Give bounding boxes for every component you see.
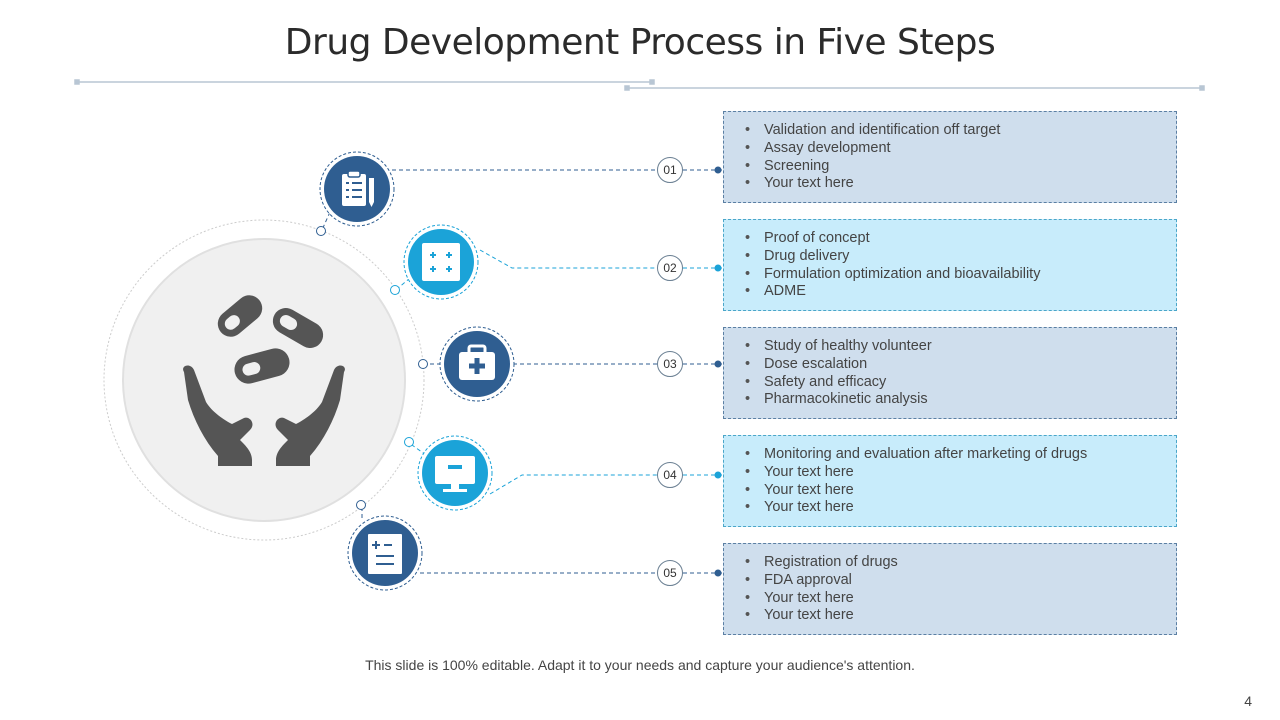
- list-item: Registration of drugs: [745, 554, 1176, 572]
- step-list-4: Monitoring and evaluation after marketin…: [724, 436, 1176, 517]
- footer-note: This slide is 100% editable. Adapt it to…: [365, 657, 915, 673]
- step-box-2: Proof of concept Drug delivery Formulati…: [723, 219, 1177, 311]
- list-item: Pharmacokinetic analysis: [745, 391, 1176, 409]
- clipboard-checklist-icon: [319, 151, 395, 227]
- list-item: Dose escalation: [745, 356, 1176, 374]
- step-number-2: 02: [657, 255, 683, 281]
- title-underline: [74, 79, 1205, 91]
- outer-ring: [103, 219, 425, 541]
- step-list-5: Registration of drugs FDA approval Your …: [724, 544, 1176, 625]
- step-box-1: Validation and identification off target…: [723, 111, 1177, 203]
- list-item: Formulation optimization and bioavailabi…: [745, 266, 1176, 284]
- step-box-4: Monitoring and evaluation after marketin…: [723, 435, 1177, 527]
- step-number-4: 04: [657, 462, 683, 488]
- step-box-5: Registration of drugs FDA approval Your …: [723, 543, 1177, 635]
- list-item: Screening: [745, 158, 1176, 176]
- center-circle: [122, 238, 406, 522]
- page-number: 4: [1244, 693, 1252, 709]
- list-item: Safety and efficacy: [745, 374, 1176, 392]
- list-item: Your text here: [745, 607, 1176, 625]
- step-list-3: Study of healthy volunteer Dose escalati…: [724, 328, 1176, 409]
- first-aid-kit-icon: [439, 326, 515, 402]
- computer-monitor-icon: [417, 435, 493, 511]
- slide-title: Drug Development Process in Five Steps: [284, 22, 996, 63]
- step-box-3: Study of healthy volunteer Dose escalati…: [723, 327, 1177, 419]
- list-item: Monitoring and evaluation after marketin…: [745, 446, 1176, 464]
- connector-dots: [714, 166, 722, 577]
- hands-holding-pills-icon: [183, 295, 345, 466]
- step-number-3: 03: [657, 351, 683, 377]
- list-item: Study of healthy volunteer: [745, 338, 1176, 356]
- list-item: ADME: [745, 283, 1176, 301]
- list-item: Your text here: [745, 175, 1176, 193]
- step-list-2: Proof of concept Drug delivery Formulati…: [724, 220, 1176, 301]
- list-item: Your text here: [745, 590, 1176, 608]
- list-item: Proof of concept: [745, 230, 1176, 248]
- list-item: Your text here: [745, 499, 1176, 517]
- prescription-document-icon: [347, 515, 423, 591]
- calculator-icon: [403, 224, 479, 300]
- step-list-1: Validation and identification off target…: [724, 112, 1176, 193]
- list-item: Drug delivery: [745, 248, 1176, 266]
- list-item: FDA approval: [745, 572, 1176, 590]
- list-item: Validation and identification off target: [745, 122, 1176, 140]
- step-number-1: 01: [657, 157, 683, 183]
- list-item: Assay development: [745, 140, 1176, 158]
- list-item: Your text here: [745, 482, 1176, 500]
- step-number-5: 05: [657, 560, 683, 586]
- list-item: Your text here: [745, 464, 1176, 482]
- ring-anchors: [316, 226, 428, 510]
